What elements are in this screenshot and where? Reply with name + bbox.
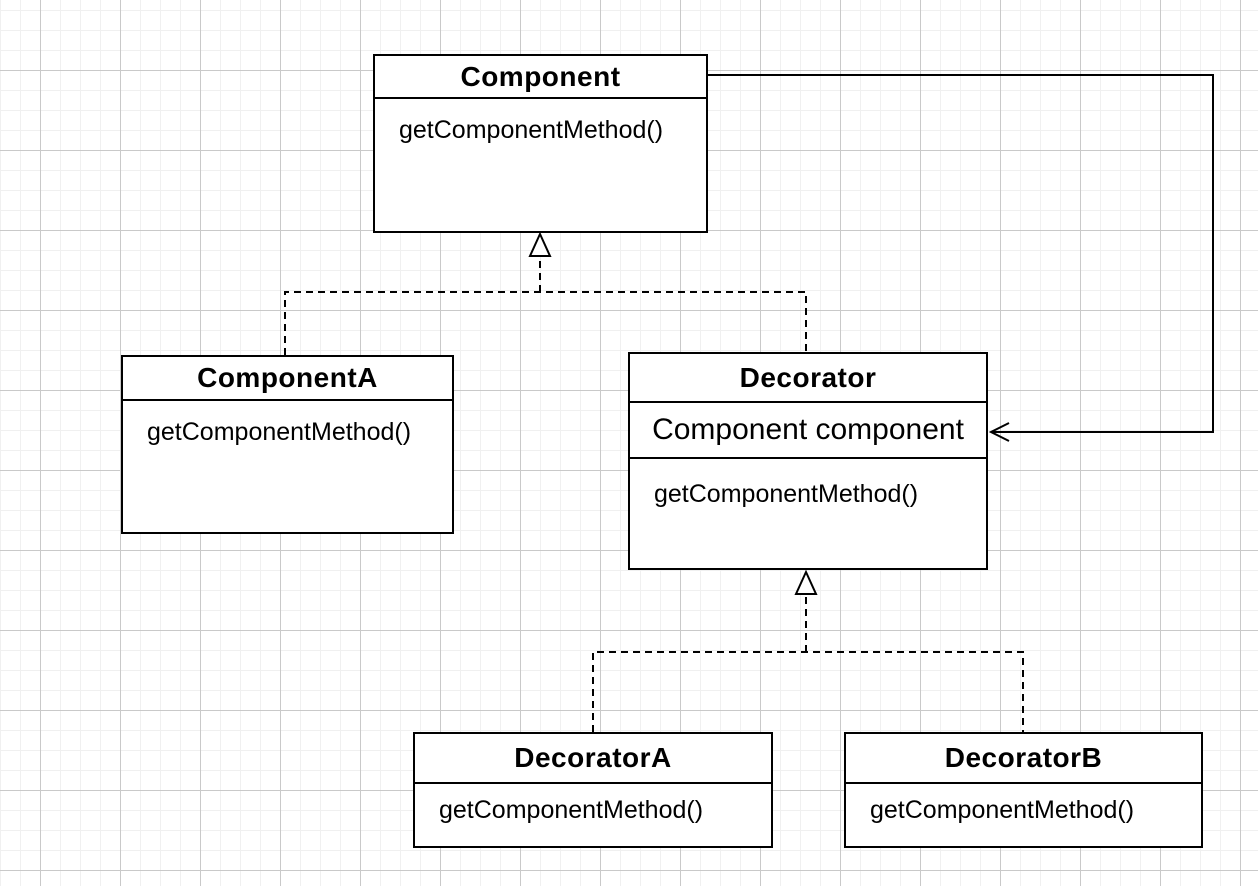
class-method-decoratora: getComponentMethod() — [439, 796, 704, 824]
edge-line[interactable] — [708, 74, 1214, 433]
class-title-component: Component — [375, 56, 706, 99]
edge-generalization-to-component[interactable] — [284, 231, 807, 355]
class-box-decorator[interactable]: Decorator Component component getCompone… — [628, 352, 988, 570]
class-title-decoratora: DecoratorA — [415, 734, 771, 784]
edge-association-component-to-decorator[interactable] — [708, 74, 1214, 442]
class-method-component: getComponentMethod() — [399, 116, 664, 144]
class-title-decoratorb: DecoratorB — [846, 734, 1201, 784]
edge-line[interactable] — [592, 651, 1024, 732]
class-box-decoratorb[interactable]: DecoratorB getComponentMethod() — [844, 732, 1203, 848]
class-method-decorator: getComponentMethod() — [654, 480, 919, 508]
hollow-triangle-arrowhead-icon — [794, 569, 818, 595]
open-arrowhead-icon — [988, 422, 1010, 442]
class-method-componenta: getComponentMethod() — [147, 418, 412, 446]
class-method-decoratorb: getComponentMethod() — [870, 796, 1135, 824]
edge-generalization-to-decorator[interactable] — [592, 569, 1024, 732]
class-box-component[interactable]: Component getComponentMethod() — [373, 54, 708, 233]
hollow-triangle-arrowhead-icon — [528, 231, 552, 257]
class-box-componenta[interactable]: ComponentA getComponentMethod() — [121, 355, 454, 534]
class-box-decoratora[interactable]: DecoratorA getComponentMethod() — [413, 732, 773, 848]
class-title-decorator: Decorator — [630, 354, 986, 403]
class-field-decorator: Component component — [630, 403, 986, 459]
class-title-componenta: ComponentA — [123, 357, 452, 401]
edge-line[interactable] — [284, 291, 807, 355]
